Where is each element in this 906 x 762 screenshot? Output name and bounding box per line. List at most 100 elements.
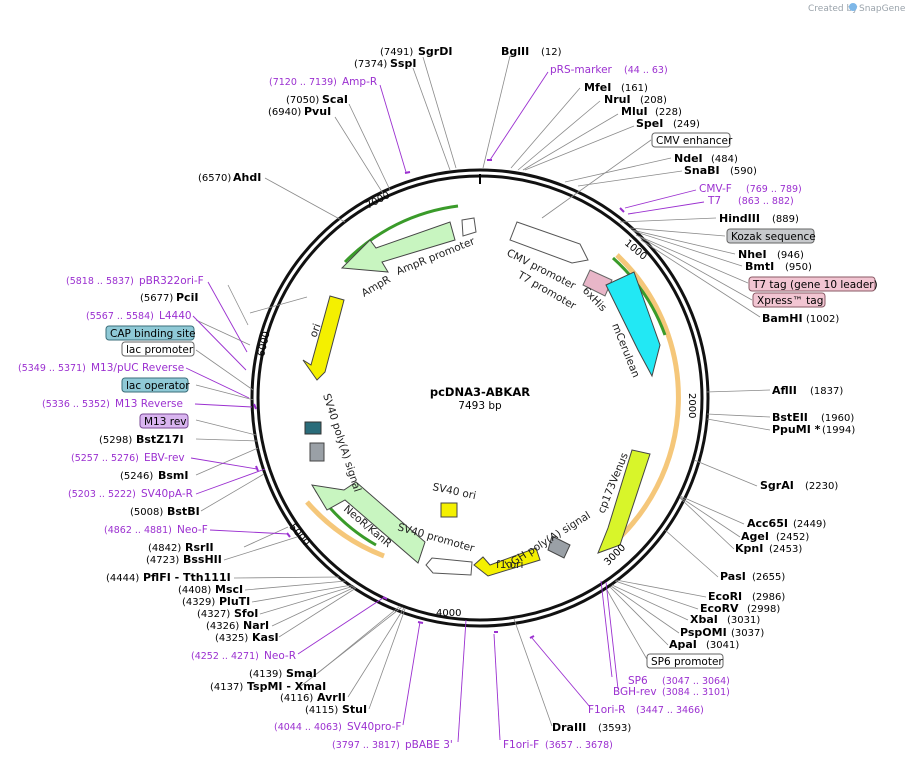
pvui-label[interactable]: PvuI bbox=[304, 105, 331, 118]
msci-label[interactable]: MscI bbox=[215, 583, 243, 596]
ampr-primer-label[interactable]: Amp-R bbox=[342, 76, 377, 88]
feature-sp6-promoter-text: SP6 promoter bbox=[651, 656, 723, 668]
bsmi-label[interactable]: BsmI bbox=[158, 469, 189, 482]
hindiii-label[interactable]: HindIII bbox=[719, 212, 760, 225]
kpni-label[interactable]: KpnI bbox=[735, 542, 763, 555]
pspomi-label[interactable]: PspOMI bbox=[680, 626, 727, 639]
nhei-label[interactable]: NheI bbox=[738, 248, 767, 261]
sv40pa-r-label[interactable]: SV40pA-R bbox=[141, 488, 193, 500]
draiii-label[interactable]: DraIII bbox=[552, 721, 586, 734]
acc65i-label[interactable]: Acc65I bbox=[747, 517, 788, 530]
feature-t7-tag[interactable]: T7 tag (gene 10 leader) bbox=[748, 276, 878, 292]
sgrdi-label[interactable]: SgrDI bbox=[418, 45, 452, 58]
sgrai-label[interactable]: SgrAI bbox=[760, 479, 794, 492]
feature-xpress-tag[interactable]: Xpress™ tag bbox=[752, 292, 826, 308]
kasi-label[interactable]: KasI bbox=[252, 631, 279, 644]
bgh-rev-label[interactable]: BGH-rev bbox=[613, 686, 657, 698]
pluti-label[interactable]: PluTI bbox=[219, 595, 250, 608]
smai-label[interactable]: SmaI bbox=[286, 667, 317, 680]
ori-label: ori bbox=[308, 322, 324, 339]
bsteii-label[interactable]: BstEII bbox=[772, 411, 808, 424]
aflii-label[interactable]: AflII bbox=[772, 384, 797, 397]
stui-label[interactable]: StuI bbox=[342, 703, 367, 716]
spei-label[interactable]: SpeI bbox=[636, 117, 663, 130]
pbabe3-label[interactable]: pBABE 3' bbox=[405, 739, 453, 751]
pflfi-label[interactable]: PflFI - Tth111I bbox=[143, 571, 231, 584]
scai-label[interactable]: ScaI bbox=[322, 93, 348, 106]
feature-lac-operator[interactable]: lac operator bbox=[121, 377, 190, 393]
ahdi-label[interactable]: AhdI bbox=[233, 171, 261, 184]
f1ori-f-label[interactable]: F1ori-F bbox=[503, 739, 539, 751]
pasi-label[interactable]: PasI bbox=[720, 570, 746, 583]
ndei-label[interactable]: NdeI bbox=[674, 152, 703, 165]
msci-pos: (4408) bbox=[178, 585, 211, 596]
feature-kozak[interactable]: Kozak sequence bbox=[726, 228, 816, 244]
nhei-pos: (946) bbox=[777, 250, 804, 261]
sgrai-pos: (2230) bbox=[805, 481, 838, 492]
bglii-label[interactable]: BglII bbox=[501, 45, 529, 58]
mlui-label[interactable]: MluI bbox=[621, 105, 648, 118]
tick-2000: 2000 bbox=[686, 393, 697, 418]
bsshii-label[interactable]: BssHII bbox=[183, 553, 222, 566]
kasi-pos: (4325) bbox=[215, 633, 248, 644]
sv40pro-f-label[interactable]: SV40pro-F bbox=[347, 721, 401, 733]
feature-cap-site-text: CAP binding site bbox=[110, 328, 196, 340]
xbai-label[interactable]: XbaI bbox=[690, 613, 718, 626]
pbr322ori-f-label[interactable]: pBR322ori-F bbox=[139, 275, 204, 287]
snabi-label[interactable]: SnaBI bbox=[684, 164, 720, 177]
bmti-label[interactable]: BmtI bbox=[745, 260, 774, 273]
avrii-pos: (4116) bbox=[280, 693, 313, 704]
orf-arc-orange-1 bbox=[606, 253, 681, 550]
feature-sp6-promoter[interactable]: SP6 promoter bbox=[646, 653, 724, 669]
feature-m13-rev[interactable]: M13 rev bbox=[139, 413, 189, 429]
feature-cmv-enhancer[interactable]: CMV enhancer bbox=[651, 132, 733, 148]
cmv-f-range: (769 .. 789) bbox=[746, 184, 802, 195]
feature-lac-promoter[interactable]: lac promoter bbox=[121, 341, 195, 357]
l4440-label[interactable]: L4440 bbox=[159, 310, 192, 322]
sfoi-label[interactable]: SfoI bbox=[234, 607, 258, 620]
nrui-label[interactable]: NruI bbox=[604, 93, 631, 106]
rsrii-label[interactable]: RsrII bbox=[185, 541, 214, 554]
ecorv-label[interactable]: EcoRV bbox=[700, 602, 739, 615]
t7-label[interactable]: T7 bbox=[707, 195, 721, 207]
apai-label[interactable]: ApaI bbox=[669, 638, 697, 651]
m13-rev-label[interactable]: M13 Reverse bbox=[115, 398, 183, 410]
credit-brand: SnapGene bbox=[859, 4, 906, 14]
agei-label[interactable]: AgeI bbox=[741, 530, 769, 543]
bstz17i-label[interactable]: BstZ17I bbox=[136, 433, 184, 446]
feature-cap-site[interactable]: CAP binding site bbox=[105, 325, 196, 341]
bstz17i-pos: (5298) bbox=[99, 435, 132, 446]
avrii-label[interactable]: AvrII bbox=[317, 691, 346, 704]
cmv-f-label[interactable]: CMV-F bbox=[699, 183, 732, 195]
orf-arc-green-3 bbox=[343, 204, 459, 264]
sspi-label[interactable]: SspI bbox=[390, 57, 416, 70]
cp173venus-arrow bbox=[597, 449, 651, 554]
pcii-label[interactable]: PciI bbox=[176, 291, 198, 304]
ebv-rev-label[interactable]: EBV-rev bbox=[144, 452, 185, 464]
bamhi-pos: (1002) bbox=[806, 314, 839, 325]
neo-f-label[interactable]: Neo-F bbox=[177, 524, 208, 536]
neo-r-range: (4252 .. 4271) bbox=[191, 651, 259, 662]
bamhi-label[interactable]: BamHI bbox=[762, 312, 803, 325]
mfei-label[interactable]: MfeI bbox=[584, 81, 611, 94]
sp6-label[interactable]: SP6 bbox=[628, 675, 648, 687]
nari-label[interactable]: NarI bbox=[243, 619, 269, 632]
mlui-pos: (228) bbox=[655, 107, 682, 118]
plasmid-size: 7493 bp bbox=[458, 400, 502, 412]
sv40-ori-block bbox=[440, 502, 458, 518]
ecori-label[interactable]: EcoRI bbox=[708, 590, 742, 603]
ampr-primer-range: (7120 .. 7139) bbox=[269, 77, 337, 88]
pasi-pos: (2655) bbox=[752, 572, 785, 583]
sp6-range: (3047 .. 3064) bbox=[662, 676, 730, 687]
f1ori-f-range: (3657 .. 3678) bbox=[545, 740, 613, 751]
acc65i-pos: (2449) bbox=[793, 519, 826, 530]
ppumi-label[interactable]: PpuMI * bbox=[772, 423, 821, 436]
tspmi-label[interactable]: TspMI - XmaI bbox=[247, 680, 326, 693]
prs-marker-label[interactable]: pRS-marker bbox=[550, 64, 613, 76]
m13puc-rev-label[interactable]: M13/pUC Reverse bbox=[91, 362, 184, 374]
bstbi-label[interactable]: BstBI bbox=[167, 505, 200, 518]
smai-pos: (4139) bbox=[249, 669, 282, 680]
f1ori-r-label[interactable]: F1ori-R bbox=[588, 704, 625, 716]
neo-r-label[interactable]: Neo-R bbox=[264, 650, 296, 662]
